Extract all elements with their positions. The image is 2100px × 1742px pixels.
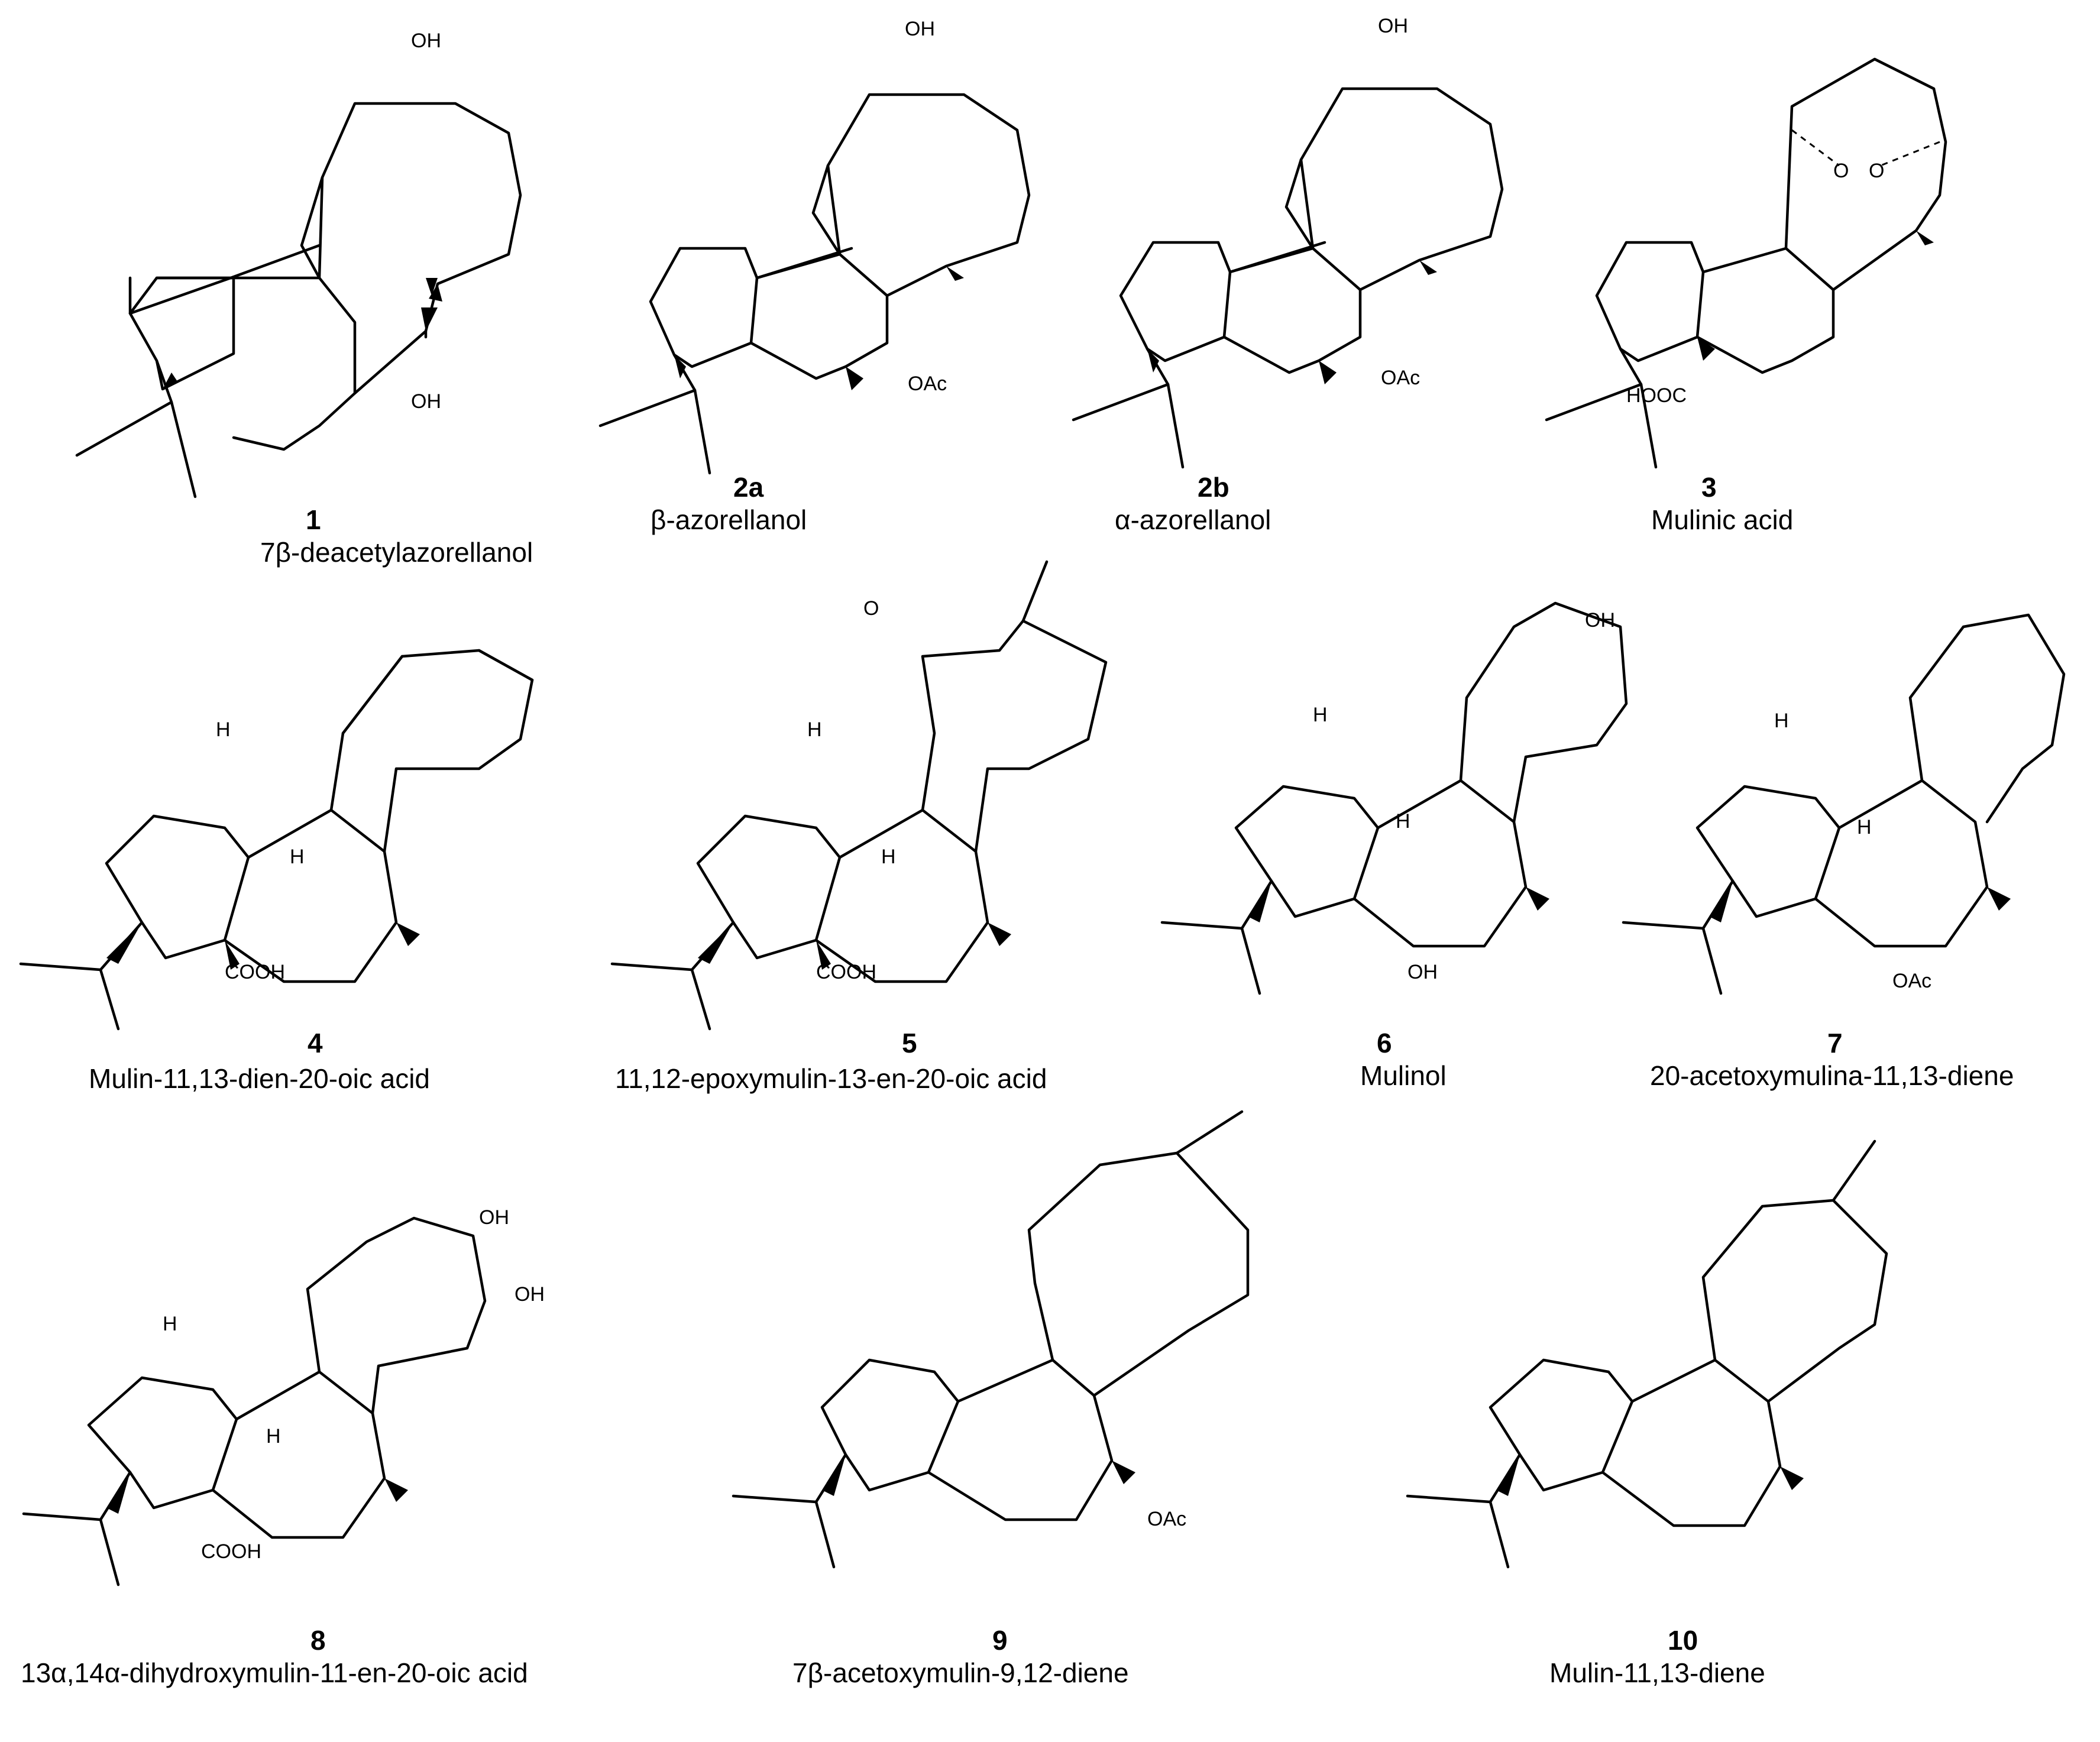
compound-6-structure: OH H H OH 6 Mulinol [1160, 601, 1628, 1091]
hooc-label: HOOC [1626, 384, 1687, 407]
oac-label: OAc [1147, 1508, 1186, 1530]
compound-name: 11,12-epoxymulin-13-en-20-oic acid [615, 1063, 1047, 1094]
compound-2a-structure: OH OAc 2a β-azorellanol [598, 18, 1031, 535]
compound-number: 4 [308, 1028, 323, 1058]
compound-name: 7β-acetoxymulin-9,12-diene [792, 1657, 1129, 1688]
oac-label: OAc [1892, 970, 1931, 992]
oh-label: OH [479, 1206, 509, 1229]
compound-name: Mulinol [1360, 1060, 1447, 1091]
h-label: H [1396, 810, 1410, 833]
compound-number: 2a [733, 472, 764, 503]
o-label: O [863, 597, 879, 620]
compound-number: 7 [1827, 1028, 1843, 1058]
compound-number: 5 [902, 1028, 917, 1058]
compound-number: 1 [306, 504, 321, 535]
oac-label: OAc [908, 373, 947, 395]
oh-label: OH [1585, 609, 1615, 632]
oh-label: OH [905, 18, 935, 40]
cooh-label: COOH [225, 961, 285, 983]
compound-4-structure: H H COOH 4 Mulin-11,13-dien-20-oic acid [19, 649, 534, 1094]
h-label: H [1857, 816, 1872, 838]
h-label: H [290, 846, 305, 868]
compound-number: 6 [1377, 1028, 1392, 1058]
oh-label: OH [1378, 15, 1408, 37]
h-label: H [881, 846, 896, 868]
oh-label: OH [411, 390, 441, 413]
cooh-label: COOH [201, 1540, 261, 1563]
compound-number: 8 [310, 1625, 326, 1656]
h-label: H [1313, 704, 1328, 726]
oh-label: OH [411, 30, 441, 52]
compound-number: 2b [1198, 472, 1229, 503]
h-label: H [807, 718, 822, 741]
wedge-bond [429, 284, 442, 302]
compound-2b-structure: OH OAc 2b α-azorellanol [1072, 15, 1504, 535]
compound-name: Mulinic acid [1651, 504, 1793, 535]
compound-9-structure: OAc 9 7β-acetoxymulin-9,12-diene [732, 1110, 1250, 1688]
compound-name: 13α,14α-dihydroxymulin-11-en-20-oic acid [21, 1657, 528, 1688]
compound-7-structure: H H OAc 7 20-acetoxymulina-11,13-diene [1622, 613, 2066, 1091]
compound-name: Mulin-11,13-diene [1549, 1657, 1765, 1688]
compound-name: 7β-deacetylazorellanol [260, 537, 533, 568]
oh-label: OH [515, 1283, 545, 1306]
h-label: H [163, 1313, 177, 1335]
cooh-label: COOH [816, 961, 876, 983]
compound-name: β-azorellanol [651, 504, 807, 535]
compound-5-structure: O H H COOH 5 11,12-epoxymulin-13-en-20-o… [610, 560, 1108, 1094]
compound-1-structure: OH OH 1 7β-deacetylazorellanol [75, 30, 533, 568]
h-label: H [216, 718, 231, 741]
compound-name: Mulin-11,13-dien-20-oic acid [89, 1063, 430, 1094]
compound-10-structure: 10 Mulin-11,13-diene [1406, 1139, 1888, 1688]
compound-8-structure: OH OH H H COOH 8 13α,14α-dihydroxymulin-… [21, 1206, 545, 1688]
o-label: O [1869, 160, 1884, 182]
o-label: O [1833, 160, 1849, 182]
h-label: H [1774, 710, 1789, 732]
oac-label: OAc [1381, 367, 1420, 389]
oh-label: OH [1407, 961, 1438, 983]
h-label: H [266, 1425, 281, 1448]
compound-number: 10 [1668, 1625, 1698, 1656]
compound-3-structure: O O HOOC 3 Mulinic acid [1545, 57, 1947, 535]
compound-number: 9 [992, 1625, 1008, 1656]
compound-number: 3 [1701, 472, 1717, 503]
compound-name: α-azorellanol [1115, 504, 1271, 535]
compound-name: 20-acetoxymulina-11,13-diene [1650, 1060, 2014, 1091]
